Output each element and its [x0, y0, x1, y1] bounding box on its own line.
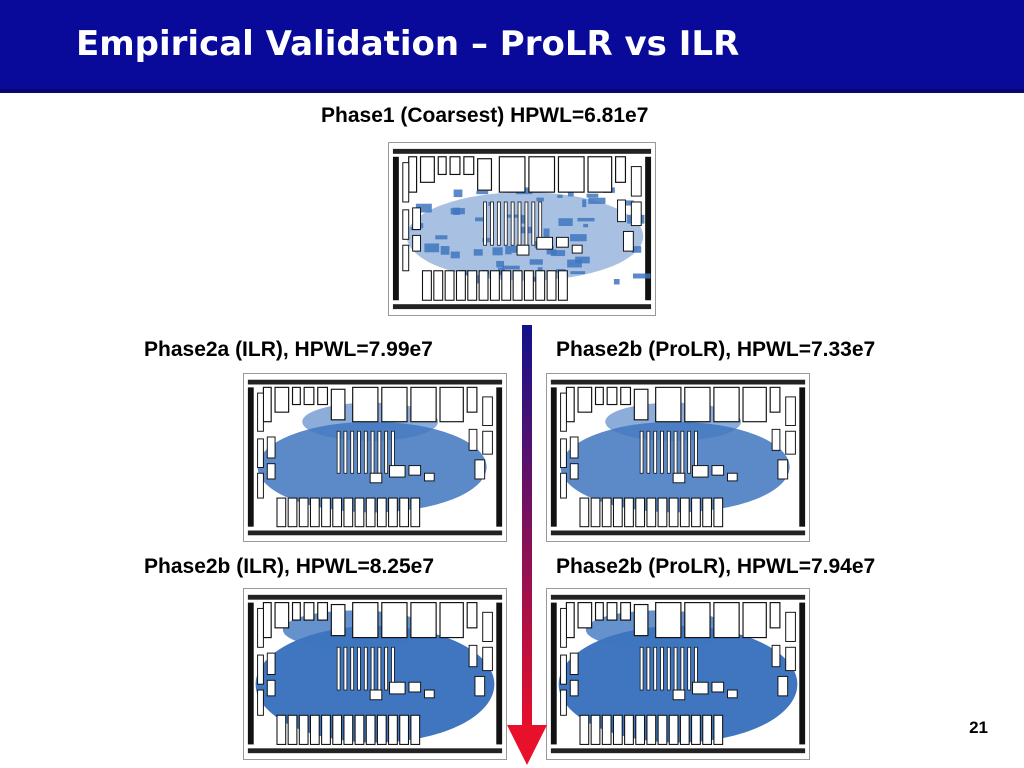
chip-layout	[550, 379, 806, 536]
chip-layout	[550, 594, 806, 754]
title-bar: Empirical Validation – ProLR vs ILR	[0, 0, 1024, 93]
placement-image-phase1	[388, 142, 656, 316]
placement-caption-phase2b-prolr: Phase2b (ProLR), HPWL=7.33e7	[556, 338, 876, 361]
page-number: 21	[969, 718, 988, 737]
placement-caption-phase2a-ilr: Phase2a (ILR), HPWL=7.99e7	[144, 338, 433, 361]
placement-caption-phase1: Phase1 (Coarsest) HPWL=6.81e7	[321, 104, 649, 127]
placement-caption-phase2b-prolr-final: Phase2b (ProLR), HPWL=7.94e7	[556, 555, 876, 578]
placement-caption-phase2b-ilr: Phase2b (ILR), HPWL=8.25e7	[144, 555, 435, 578]
placement-image-phase2a-ilr	[243, 373, 507, 542]
placement-image-phase2b-ilr	[243, 588, 507, 760]
chip-layout	[392, 148, 652, 310]
chip-layout	[247, 594, 503, 754]
slide-title: Empirical Validation – ProLR vs ILR	[76, 24, 740, 64]
placement-image-phase2b-prolr-final	[546, 588, 810, 760]
placement-image-phase2b-prolr	[546, 373, 810, 542]
progression-arrow-icon	[507, 325, 547, 765]
chip-layout	[247, 379, 503, 536]
